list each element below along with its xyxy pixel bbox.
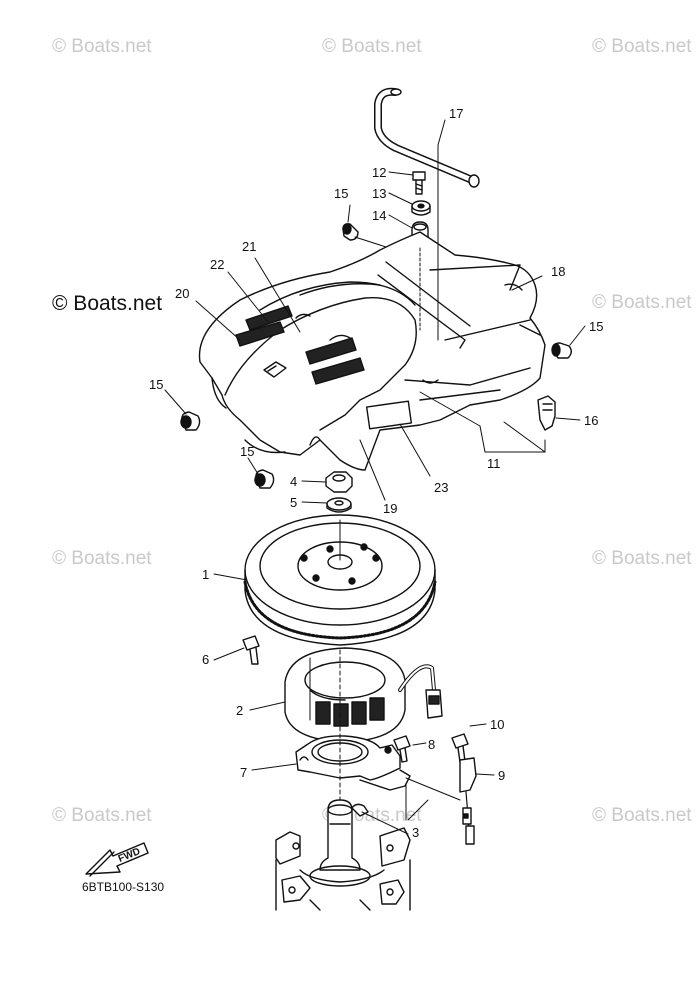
watermark: © Boats.net (52, 36, 152, 57)
callout-22: 22 (210, 257, 225, 272)
watermark: © Boats.net (52, 548, 152, 569)
screw-part-10 (451, 733, 469, 763)
callout-11: 11 (487, 456, 501, 471)
flywheel-cover-part-11 (198, 231, 546, 471)
connector-part-16 (537, 395, 556, 431)
callout-4: 4 (290, 474, 298, 489)
grommet-part-15a (342, 223, 359, 241)
diagram-code: 6BTB100-S130 (82, 880, 165, 894)
callout-5: 5 (290, 495, 298, 510)
callout-21: 21 (242, 239, 257, 254)
watermark-main: © Boats.net (52, 292, 163, 315)
callout-15a: 15 (334, 186, 349, 201)
fwd-arrow-icon (85, 842, 149, 877)
callout-19: 19 (383, 501, 398, 516)
hose-part-17 (374, 87, 480, 188)
callout-12: 12 (372, 165, 387, 180)
callout-7: 7 (240, 765, 248, 780)
leader-lines (164, 119, 586, 835)
watermark: © Boats.net (592, 36, 692, 57)
screw-part-8 (393, 735, 411, 763)
callout-14: 14 (372, 208, 387, 223)
grommet-part-15b (551, 342, 572, 359)
grommet-part-15c (180, 411, 201, 431)
callout-20: 20 (175, 286, 190, 301)
callout-13: 13 (372, 186, 387, 201)
washer-part-13 (411, 200, 431, 216)
bracket-part-7 (295, 735, 411, 791)
watermark: © Boats.net (592, 805, 692, 826)
callout-2: 2 (236, 703, 244, 718)
callout-18: 18 (551, 264, 566, 279)
callout-6: 6 (202, 652, 210, 667)
callout-10: 10 (490, 717, 505, 732)
callout-8: 8 (428, 737, 436, 752)
callout-9: 9 (498, 768, 506, 783)
callout-23: 23 (434, 480, 449, 495)
watermark: © Boats.net (592, 292, 692, 313)
pulser-coil-part-9 (459, 757, 477, 845)
engine-block (275, 799, 411, 911)
nut-part-4 (325, 471, 353, 493)
callout-15c: 15 (149, 377, 164, 392)
callout-1: 1 (202, 567, 210, 582)
bolt-part-6 (242, 635, 260, 665)
callout-3: 3 (412, 825, 420, 840)
screw-part-12 (412, 171, 426, 195)
callout-15b: 15 (589, 319, 604, 334)
watermark: © Boats.net (322, 36, 422, 57)
callout-15d: 15 (240, 444, 255, 459)
washer-part-5 (326, 497, 352, 513)
watermark: © Boats.net (52, 805, 152, 826)
grommet-part-15d (254, 469, 275, 489)
stator-part-2 (284, 647, 443, 743)
watermark: © Boats.net (592, 548, 692, 569)
callout-16: 16 (584, 413, 599, 428)
flywheel-part-1 (243, 514, 437, 646)
callout-17: 17 (449, 106, 464, 121)
